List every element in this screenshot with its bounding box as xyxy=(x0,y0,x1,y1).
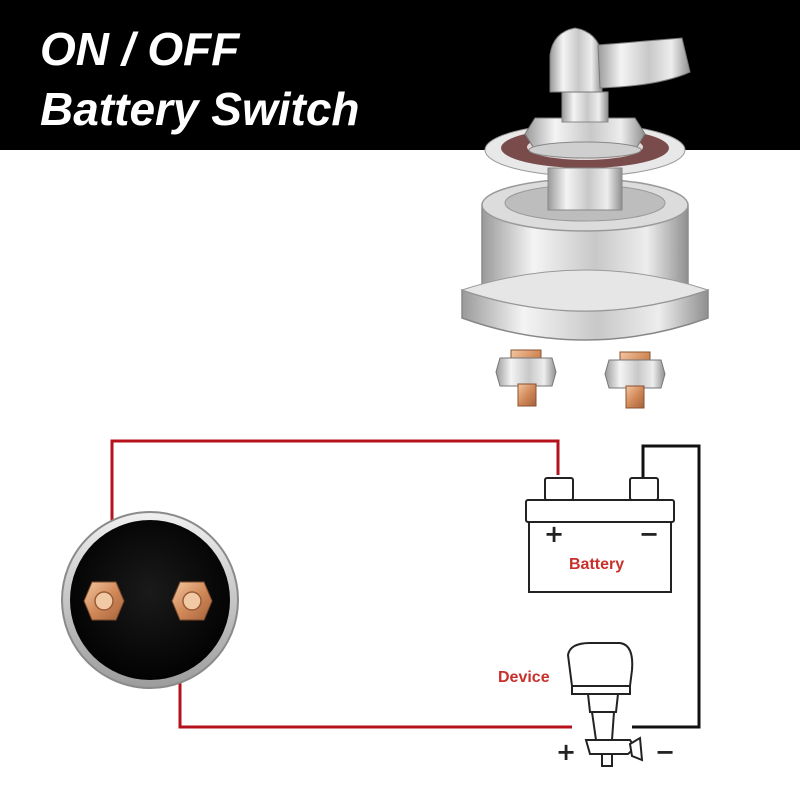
device-minus-sign: − xyxy=(655,738,676,766)
outboard-motor-icon xyxy=(566,642,644,767)
battery-switch-photo xyxy=(460,27,710,409)
terminal-right xyxy=(171,581,213,621)
terminal-left xyxy=(83,581,125,621)
negative-wire xyxy=(632,444,701,729)
battery-minus-sign: − xyxy=(639,520,660,548)
battery-icon xyxy=(525,477,675,593)
page-title-line1: ON / OFF xyxy=(40,23,240,75)
battery-label: Battery xyxy=(569,556,625,573)
device-label: Device xyxy=(498,669,550,686)
device-plus-sign: + xyxy=(556,738,577,766)
switch-terminal-face xyxy=(61,511,239,689)
page-title-line2: Battery Switch xyxy=(40,83,360,135)
battery-plus-sign: + xyxy=(544,520,565,548)
